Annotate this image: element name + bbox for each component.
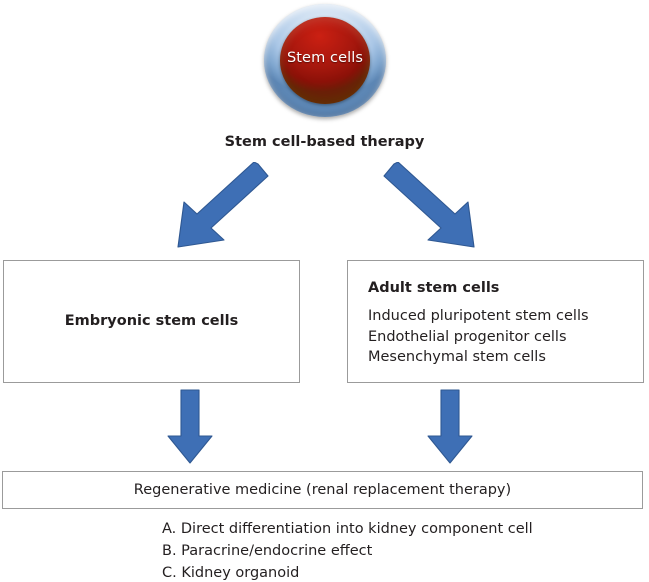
arrow-down-right-icon (427, 389, 473, 464)
page-title: Stem cell-based therapy (224, 134, 425, 150)
arrow-right-diagonal-icon (383, 162, 475, 248)
orb-label: Stem cells (286, 50, 364, 66)
orb-inner-core (280, 17, 370, 104)
list-item: B. Paracrine/endocrine effect (162, 543, 373, 559)
stem-cell-orb: Stem cells (264, 4, 386, 117)
arrow-left-diagonal-icon (177, 162, 269, 248)
embryonic-stem-cells-title: Embryonic stem cells (64, 313, 239, 329)
list-item: Mesenchymal stem cells (368, 349, 546, 365)
adult-stem-cells-box: Adult stem cells Induced pluripotent ste… (347, 260, 644, 383)
list-item: C. Kidney organoid (162, 565, 300, 581)
list-item: Endothelial progenitor cells (368, 328, 567, 345)
arrow-down-left-icon (167, 389, 213, 464)
adult-stem-cells-list: Induced pluripotent stem cells Endotheli… (368, 306, 589, 368)
adult-stem-cells-title: Adult stem cells (368, 280, 500, 296)
regenerative-medicine-title: Regenerative medicine (renal replacement… (133, 482, 512, 498)
embryonic-stem-cells-box: Embryonic stem cells (3, 260, 300, 383)
regenerative-medicine-box: Regenerative medicine (renal replacement… (2, 471, 643, 509)
list-item: Induced pluripotent stem cells (368, 308, 589, 324)
list-item: A. Direct differentiation into kidney co… (162, 521, 533, 537)
outcome-list: A. Direct differentiation into kidney co… (162, 518, 533, 582)
